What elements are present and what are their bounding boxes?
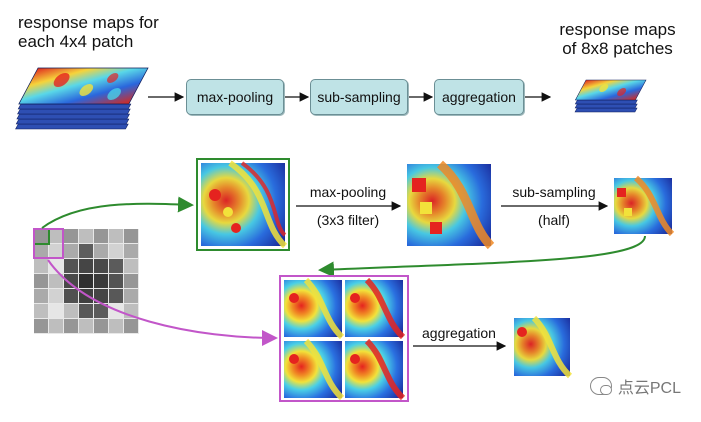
grid-cell <box>49 244 63 258</box>
grid-cell <box>124 274 138 288</box>
grid-cell <box>64 304 78 318</box>
grid-cell <box>49 304 63 318</box>
grid-cell <box>94 244 108 258</box>
grid-cell <box>34 319 48 333</box>
maxpool-sub: (3x3 filter) <box>316 212 380 228</box>
aggregation-label: aggregation <box>422 325 496 341</box>
grid-cell <box>64 319 78 333</box>
stage-label: aggregation <box>442 89 516 105</box>
grid-cell <box>109 259 123 273</box>
grid-cell <box>34 244 48 258</box>
wechat-icon <box>589 377 612 395</box>
grid-cell <box>124 244 138 258</box>
grid-cell <box>124 289 138 303</box>
grid-cell <box>79 319 93 333</box>
subsample-label: sub-sampling <box>512 184 596 200</box>
aggregation-tile <box>345 338 406 401</box>
right-title: response maps of 8x8 patches <box>559 20 676 58</box>
grid-cell <box>34 274 48 288</box>
grid-cell <box>79 274 93 288</box>
grid-cell <box>109 244 123 258</box>
grid-cell <box>94 319 108 333</box>
stage-label: sub-sampling <box>317 89 401 105</box>
grid-cell <box>79 304 93 318</box>
aggregation-tile <box>345 277 406 340</box>
watermark: 点云PCL <box>589 374 681 398</box>
subsample-sub: (half) <box>538 212 570 228</box>
green-arrow-to-response <box>41 196 194 229</box>
grid-cell <box>94 274 108 288</box>
grid-cell <box>49 259 63 273</box>
stage-subsample: sub-sampling <box>310 79 408 115</box>
stack-8x8-response-maps <box>574 79 647 113</box>
heatmap-after-maxpool <box>407 160 495 250</box>
input-patch-grid <box>34 229 139 334</box>
frame-aggregation-input <box>279 275 409 402</box>
grid-cell <box>79 259 93 273</box>
grid-cell <box>79 229 93 243</box>
grid-cell <box>94 289 108 303</box>
green-arrow-back <box>318 235 646 278</box>
selected-8x8-patch <box>33 228 64 259</box>
grid-cell <box>49 274 63 288</box>
grid-cell <box>109 319 123 333</box>
aggregation-tile <box>284 277 345 340</box>
grid-cell <box>34 289 48 303</box>
stack-4x4-response-maps <box>15 67 149 130</box>
aggregation-tiles <box>284 277 406 401</box>
grid-cell <box>109 229 123 243</box>
grid-cell <box>79 244 93 258</box>
pink-arrow-to-aggregation <box>47 259 278 346</box>
grid-cell <box>34 259 48 273</box>
grid-cell <box>64 244 78 258</box>
grid-cell <box>34 229 48 243</box>
grid-cell <box>124 319 138 333</box>
heatmap-aggregated <box>514 315 573 379</box>
grid-cell <box>94 229 108 243</box>
stage-maxpool: max-pooling <box>186 79 284 115</box>
grid-cell <box>124 229 138 243</box>
grid-cell <box>64 229 78 243</box>
grid-cell <box>64 289 78 303</box>
grid-cell <box>49 229 63 243</box>
grid-cell <box>64 259 78 273</box>
stage-aggregation: aggregation <box>434 79 524 115</box>
stage-label: max-pooling <box>196 89 274 105</box>
grid-cell <box>49 289 63 303</box>
heatmap-4x4-response <box>201 160 288 249</box>
grid-cell <box>34 304 48 318</box>
watermark-text: 点云PCL <box>617 380 681 397</box>
aggregation-tile <box>284 338 345 401</box>
maxpool-label: max-pooling <box>309 184 387 200</box>
frame-4x4-response <box>196 158 290 251</box>
grid-cell <box>64 274 78 288</box>
grid-cell <box>49 319 63 333</box>
grid-cell <box>124 259 138 273</box>
left-title: response maps for each 4x4 patch <box>18 13 159 51</box>
grid-cell <box>109 289 123 303</box>
grid-cell <box>109 274 123 288</box>
grid-cell <box>94 304 108 318</box>
grid-cell <box>94 259 108 273</box>
heatmap-after-subsample <box>614 175 675 237</box>
